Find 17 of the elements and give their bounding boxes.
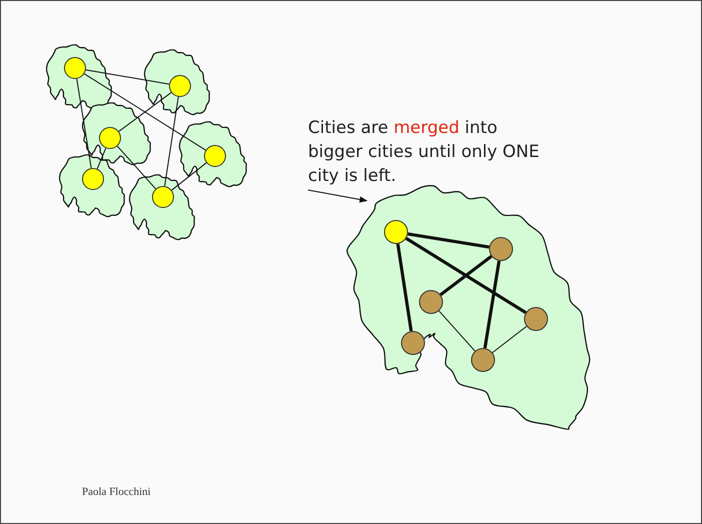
connector-line (85, 69, 170, 85)
connector-line (84, 73, 206, 151)
city-region (83, 103, 151, 165)
note-text: Cities are merged into bigger cities until only ONE city is left. (308, 116, 554, 190)
city-region (180, 122, 247, 187)
connector-line (171, 162, 207, 191)
connector-line (76, 78, 92, 169)
city-region (130, 175, 195, 240)
connector-line (164, 96, 179, 187)
city-region (60, 155, 125, 217)
connector-line (116, 146, 156, 190)
connector-line (118, 92, 172, 132)
arrow (308, 190, 368, 203)
city-region (47, 45, 112, 110)
city-region (145, 50, 210, 115)
author-name: Paola Flocchini (82, 486, 151, 498)
connector-line (96, 148, 106, 170)
